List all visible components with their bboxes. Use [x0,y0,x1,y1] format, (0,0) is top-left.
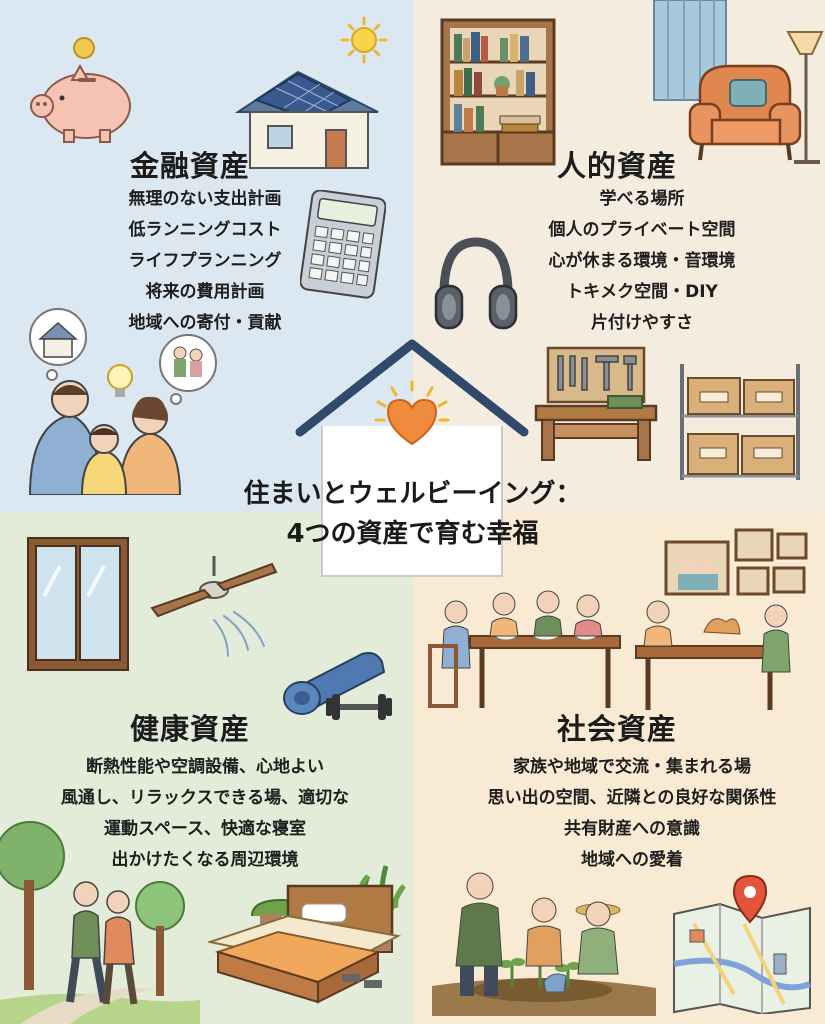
list-item: 片付けやすさ [591,313,693,333]
storage-shelf-icon [680,364,800,480]
list-item: ライフプランニング [128,251,282,271]
walking-couple-icon [0,821,200,1024]
human-items: 学べる場所 個人のプライベート空間 心が休まる環境・音環境 トキメク空間・DIY… [508,184,776,339]
family-icon [28,308,217,495]
financial-title: 金融資産 [130,149,251,183]
list-item: 学べる場所 [599,189,685,209]
window-icon [27,537,129,671]
piggy-bank-icon [30,37,131,143]
list-item: 地域への寄付・貢献 [128,313,282,333]
workbench-icon [534,346,658,461]
armchair-icon [653,0,824,164]
photo-frames-icon [664,528,808,596]
map-pin-icon [673,874,812,1014]
headphones-icon [434,237,518,330]
list-item: 家族や地域で交流・集まれる場 [513,757,751,777]
main-title: 住まいとウェルビーイング： 4つの資産で育む幸福 [0,474,825,554]
social-title: 社会資産 [557,712,678,746]
human-title: 人的資産 [557,149,678,183]
yoga-mat-icon [283,652,392,720]
list-item: 心が休まる環境・音環境 [548,251,736,271]
list-item: 思い出の空間、近隣との良好な関係性 [487,788,777,808]
bed-icon [208,865,406,1004]
main-title-line1: 住まいとウェルビーイング： [243,479,582,509]
solar-house-icon [234,16,388,169]
list-item: 風通し、リラックスできる場、適切な [60,788,350,808]
community-garden-icon [432,872,656,1016]
health-items: 断熱性能や空調設備、心地よい 風通し、リラックスできる場、適切な 運動スペース、… [22,752,388,876]
ceiling-fan-icon [150,556,278,657]
list-item: 将来の費用計画 [145,282,265,302]
bookshelf-icon [440,18,556,166]
list-item: 地域への愛着 [581,850,683,870]
list-item: 運動スペース、快適な寝室 [104,819,306,839]
health-title: 健康資産 [130,712,251,746]
main-title-line2: 4つの資産で育む幸福 [286,519,539,549]
heart-icon [374,380,450,446]
calculator-icon [300,190,386,299]
house-outline-icon [295,339,529,577]
list-item: トキメク空間・DIY [566,282,718,302]
financial-items: 無理のない支出計画 低ランニングコスト ライフプランニング 将来の費用計画 地域… [74,184,336,339]
list-item: 低ランニングコスト [128,220,282,240]
list-item: 断熱性能や空調設備、心地よい [86,757,324,777]
dining-gathering-icon [428,590,791,710]
list-item: 個人のプライベート空間 [548,220,736,240]
list-item: 無理のない支出計画 [128,189,282,209]
list-item: 出かけたくなる周辺環境 [111,850,299,870]
list-item: 共有財産への意識 [564,819,700,839]
social-items: 家族や地域で交流・集まれる場 思い出の空間、近隣との良好な関係性 共有財産への意… [448,752,816,876]
